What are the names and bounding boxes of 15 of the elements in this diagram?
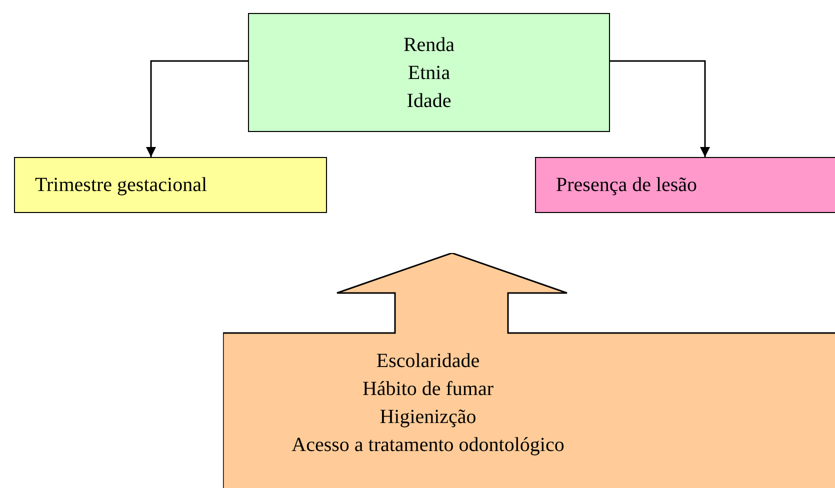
box-text: Trimestre gestacional (35, 173, 208, 198)
box-text: Idade (406, 88, 452, 114)
box-text: Renda (403, 32, 455, 58)
arrow (610, 60, 710, 157)
box-text: Presença de lesão (556, 173, 698, 198)
factor-text: Higienizção (380, 405, 476, 430)
factor-text: Hábito de fumar (362, 377, 494, 402)
text-box (248, 13, 610, 132)
box-text: Etnia (408, 60, 450, 86)
text-box (14, 157, 327, 213)
up-arrow-callout (223, 253, 835, 488)
text-box (535, 157, 835, 213)
factor-text: Acesso a tratamento odontológico (292, 433, 564, 458)
factor-text: Escolaridade (376, 349, 480, 374)
arrow (146, 60, 248, 157)
